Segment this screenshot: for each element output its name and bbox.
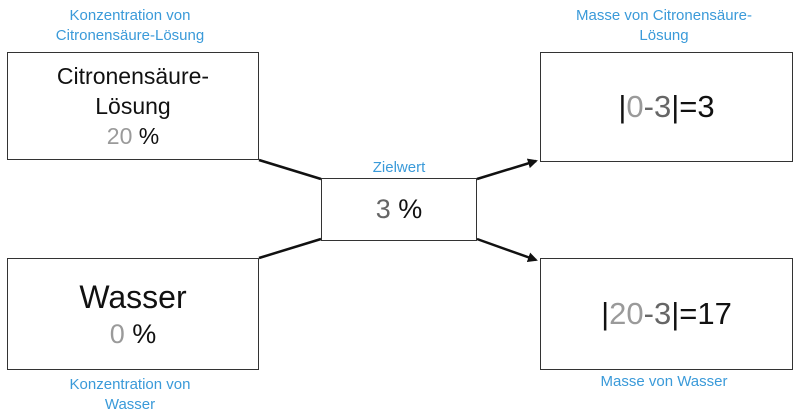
- citric-concentration-unit: %: [138, 123, 160, 149]
- water-concentration-value: 0: [109, 319, 125, 349]
- formula-value-a: 0: [626, 89, 644, 124]
- formula-minus: -: [643, 296, 654, 331]
- caption-concentration-citric: Konzentration von Citronensäure-Lösung: [0, 6, 260, 46]
- citric-solution-name-line1: Citronensäure-: [56, 63, 210, 89]
- mass-water-box: |20-3|=17: [540, 258, 793, 370]
- formula-result: |=17: [671, 296, 732, 331]
- caption-concentration-water: Konzentration von Wasser: [0, 375, 260, 415]
- citric-solution-box: Citronensäure- Lösung 20 %: [7, 52, 259, 160]
- formula-value-b: 3: [653, 89, 672, 124]
- caption-target: Zielwert: [320, 158, 478, 178]
- citric-solution-concentration: 20 %: [107, 121, 159, 151]
- formula-bar-open: |: [601, 296, 610, 331]
- caption-line: Masse von Wasser: [600, 373, 728, 390]
- formula-value-a: 20: [609, 296, 644, 331]
- formula-result: |=3: [671, 89, 715, 124]
- caption-line: Lösung: [639, 27, 689, 44]
- mass-citric-box: |0-3|=3: [540, 52, 793, 162]
- mass-water-formula: |20-3|=17: [601, 296, 732, 332]
- arrow-target-to-mass-citric: [476, 158, 538, 181]
- line-citric-to-target: [258, 158, 322, 181]
- caption-line: Citronensäure-Lösung: [55, 27, 205, 44]
- caption-line: Zielwert: [372, 159, 426, 176]
- target-box: 3 %: [321, 178, 477, 241]
- water-concentration-unit: %: [132, 319, 157, 349]
- caption-mass-citric: Masse von Citronensäure- Lösung: [528, 6, 800, 46]
- caption-line: Masse von Citronensäure-: [576, 7, 752, 24]
- caption-line: Konzentration von: [69, 376, 191, 393]
- arrow-target-to-mass-water: [476, 237, 538, 263]
- water-concentration: 0 %: [110, 317, 157, 351]
- citric-concentration-value: 20: [106, 123, 133, 149]
- formula-minus: -: [643, 89, 654, 124]
- mass-citric-formula: |0-3|=3: [618, 89, 714, 125]
- formula-bar-open: |: [618, 89, 627, 124]
- caption-line: Wasser: [104, 396, 156, 413]
- line-water-to-target: [258, 237, 322, 260]
- target-value: 3: [375, 194, 391, 224]
- caption-line: Konzentration von: [69, 7, 191, 24]
- water-name: Wasser: [79, 279, 187, 315]
- water-box: Wasser 0 %: [7, 258, 259, 370]
- target-value-line: 3 %: [376, 194, 423, 225]
- target-unit: %: [398, 194, 423, 224]
- caption-mass-water: Masse von Wasser: [528, 372, 800, 392]
- citric-solution-name-line2: Lösung: [95, 93, 171, 119]
- formula-value-b: 3: [653, 296, 672, 331]
